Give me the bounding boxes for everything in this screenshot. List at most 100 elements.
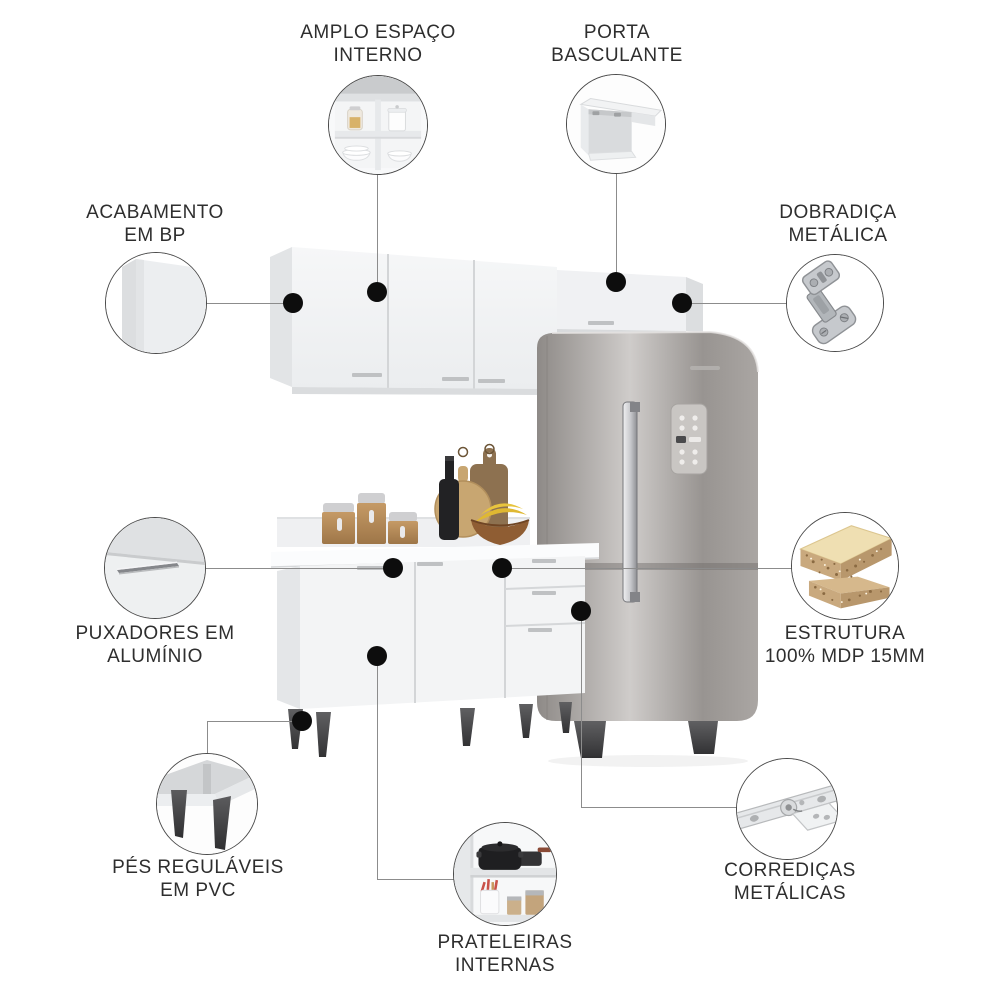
label-line: ACABAMENTO [86,202,224,223]
bowl [387,150,412,162]
counter-items [322,443,530,545]
pvc-feet-icon [157,754,257,854]
hinge-mark [592,111,600,116]
label-line: METÁLICAS [733,883,847,904]
handle-bar [117,561,179,575]
drawer-handle [528,628,552,632]
bubble-dobradica-metalica [786,254,884,352]
small-jar [507,896,522,915]
label-line: ALUMÍNIO [107,646,203,667]
label-acabamento-em-bp: ACABAMENTO EM BP [35,201,275,247]
mdp-bottom-board [808,576,890,609]
connector-estrutura [502,568,792,569]
label-line: PÉS REGULÁVEIS [112,857,284,878]
pvc-foot [559,702,572,733]
fruit-bowl-with-bananas [470,503,530,545]
label-line: PORTA [583,22,651,43]
bubble-pes-regulaveis-pvc [156,753,258,855]
hinge-mark [614,112,621,117]
connector-prateleiras-h [377,879,454,880]
bubble-porta-basculante [566,74,666,174]
label-pes-regulaveis-pvc: PÉS REGULÁVEIS EM PVC [78,856,318,902]
glass-jar [347,106,363,131]
connector-amplo-espaco [377,175,378,293]
flip-door-handle [588,321,614,325]
label-line: EM BP [124,225,186,246]
wall-door-handle [442,377,469,381]
marker-dot-porta-basculante [606,272,626,292]
connector-corredicas-v [581,611,582,807]
pvc-foot [519,704,533,738]
connector-corredicas-h [581,807,737,808]
cabinet-interior-icon [329,76,427,174]
fridge-control-panel [670,403,708,475]
utensil-cup [480,879,500,915]
connector-pes-h [207,721,302,722]
label-puxadores-em-aluminio: PUXADORES EM ALUMÍNIO [35,622,275,668]
label-line: EM PVC [160,880,236,901]
countertop [271,543,599,568]
large-jar [525,890,544,915]
metal-slide-icon [737,759,837,859]
bubble-amplo-espaco-interno [328,75,428,175]
label-amplo-espaco-interno: AMPLO ESPAÇO INTERNO [258,21,498,67]
drawer-handle [532,591,556,595]
label-prateleiras-internas: PRATELEIRAS INTERNAS [385,931,625,977]
wall-door-handle [352,373,382,377]
drawer-handle [532,559,556,563]
particle-speckles [805,547,883,602]
bubble-prateleiras-internas [453,822,557,926]
label-line: CORREDIÇAS [724,860,856,881]
marker-dot-pes [292,711,312,731]
pvc-foot-left [171,790,187,838]
freezer-door-gap [537,563,758,570]
bubble-estrutura-mdp [791,512,899,620]
wine-bottle [439,456,459,540]
mdp-top-board [799,525,894,581]
label-line: 100% MDP 15MM [764,646,926,667]
refrigerator [537,330,759,767]
wall-cabinet [270,247,557,395]
label-line: DOBRADIÇA [779,202,897,223]
flip-up-door-icon [567,75,665,173]
base-door-handle [417,562,443,566]
label-line: ESTRUTURA [784,623,906,644]
pvc-foot [316,712,331,757]
label-line: PUXADORES EM [75,623,235,644]
mdp-board-icon [792,513,898,619]
label-line: PRATELEIRAS [437,932,573,953]
label-line: BASCULANTE [551,45,683,66]
shelf [470,867,556,876]
fridge-handle [622,401,638,603]
marker-dot-dobradica [672,293,692,313]
internal-shelves-icon [454,823,556,925]
black-pot [476,841,552,870]
marker-dot-estrutura [492,558,512,578]
shelf [470,914,556,922]
label-porta-basculante: PORTA BASCULANTE [497,21,737,67]
marker-dot-corredicas [571,601,591,621]
base-cabinet [270,517,600,757]
fridge-foot [574,721,606,758]
label-line: METÁLICA [788,225,888,246]
stacked-bowls [342,145,371,161]
bubble-acabamento-em-bp [105,252,207,354]
label-line: AMPLO ESPAÇO [300,22,456,43]
label-estrutura-mdp: ESTRUTURA 100% MDP 15MM [725,622,965,668]
label-dobradica-metalica: DOBRADIÇA METÁLICA [718,201,958,247]
metal-hinge-icon [787,255,883,351]
fridge-foot [688,721,718,754]
label-line: INTERNAS [454,955,556,976]
marker-dot-acabamento [283,293,303,313]
connector-prateleiras-v [377,656,378,879]
bubble-corredicas-metalicas [736,758,838,860]
canister [387,105,407,132]
bp-finish-panel-icon [106,253,206,353]
marker-dot-prateleiras [367,646,387,666]
particle-speckles-light [810,550,878,603]
label-line: INTERNO [333,45,423,66]
pvc-foot [460,708,475,746]
aluminum-handle-icon [105,518,205,618]
